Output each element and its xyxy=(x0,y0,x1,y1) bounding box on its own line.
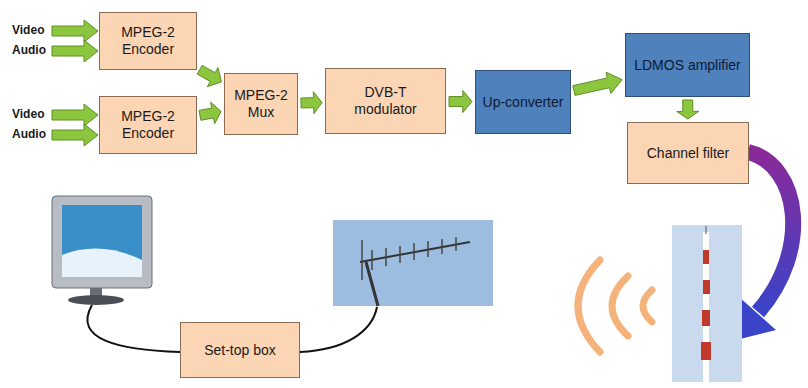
signal-name: Audio xyxy=(12,127,46,141)
flow-arrow xyxy=(197,65,221,86)
flow-arrow xyxy=(573,72,622,95)
box-label: MPEG-2 Encoder xyxy=(106,108,190,142)
process-box: MPEG-2 Mux xyxy=(224,73,298,135)
box-label: MPEG-2 Encoder xyxy=(106,24,190,58)
flow-arrow xyxy=(199,102,221,124)
process-box: LDMOS amplifier xyxy=(625,33,750,97)
flow-arrow xyxy=(449,91,472,113)
signal-name: Audio xyxy=(12,43,46,57)
box-label: MPEG-2 Mux xyxy=(231,87,291,121)
box-label: Set-top box xyxy=(204,342,276,359)
transmitter-tower xyxy=(672,225,742,382)
box-label: Channel filter xyxy=(647,145,730,162)
flow-arrow xyxy=(677,100,699,119)
signal-name: Video xyxy=(12,107,44,121)
box-label: LDMOS amplifier xyxy=(634,57,741,74)
television xyxy=(52,196,152,305)
process-box: MPEG-2 Encoder xyxy=(99,12,197,70)
process-box: DVB-T modulator xyxy=(325,68,446,134)
process-box: MPEG-2 Encoder xyxy=(99,96,197,154)
radio-waves xyxy=(578,260,652,352)
process-box: Channel filter xyxy=(627,122,749,184)
box-label: Up-converter xyxy=(483,94,564,111)
input-arrows xyxy=(52,20,98,146)
signal-name: Video xyxy=(12,23,44,37)
flow-arrow xyxy=(301,92,322,114)
box-label: DVB-T modulator xyxy=(332,84,439,118)
antenna-photo xyxy=(333,220,493,306)
process-box: Set-top box xyxy=(180,322,300,378)
process-box: Up-converter xyxy=(475,70,571,134)
